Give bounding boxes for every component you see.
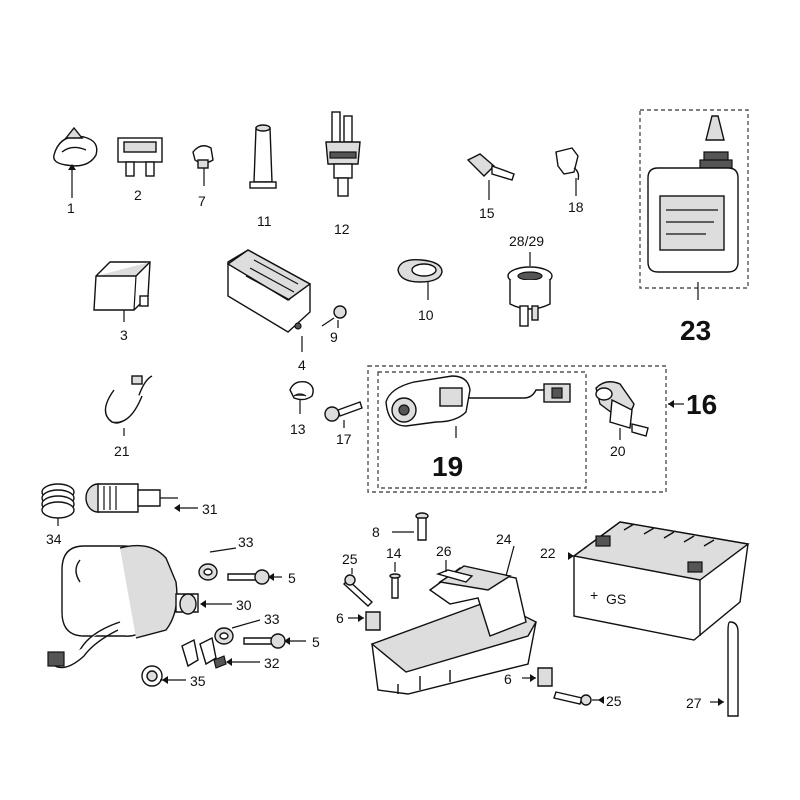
- group-box-23: [639, 109, 749, 289]
- part-6-clip-lower: 6: [504, 667, 553, 687]
- label-18: 18: [568, 199, 584, 215]
- part-4-regulator: 4: [226, 249, 312, 373]
- label-28-29: 28/29: [509, 233, 544, 249]
- part-27-hose: 27: [686, 621, 739, 717]
- part-7-clip: 7: [192, 145, 214, 209]
- label-34: 34: [46, 531, 62, 547]
- group-box-16: [367, 365, 667, 493]
- label-11: 11: [257, 213, 272, 229]
- part-34-spring: 34: [41, 483, 75, 547]
- label-10: 10: [418, 307, 434, 323]
- part-1-clamp: 1: [53, 126, 98, 216]
- label-25-lower: 25: [606, 693, 622, 709]
- label-13: 13: [290, 421, 306, 437]
- part-15-key: 15: [466, 153, 515, 221]
- label-5-lower: 5: [312, 634, 320, 650]
- label-23: 23: [680, 315, 711, 346]
- label-24: 24: [496, 531, 512, 547]
- part-6-clip-upper: 6: [336, 610, 381, 631]
- label-3: 3: [120, 327, 128, 343]
- label-17: 17: [336, 431, 352, 447]
- part-5-bolt-lower: 5: [243, 633, 320, 650]
- label-9: 9: [330, 329, 338, 345]
- label-6-upper: 6: [336, 610, 344, 626]
- label-6-lower: 6: [504, 671, 512, 687]
- label-15: 15: [479, 205, 495, 221]
- part-25-screw-lower: 25: [553, 691, 622, 709]
- label-8: 8: [372, 524, 380, 540]
- part-33-washer-upper: 33: [198, 534, 254, 581]
- label-12: 12: [334, 221, 350, 237]
- part-28-29-socket: 28/29: [507, 233, 553, 327]
- part-19-ignition-switch: 19: [385, 375, 571, 482]
- label-16: 16: [686, 389, 717, 420]
- part-33-washer-lower: 33: [214, 611, 280, 645]
- part-25-screw-upper: 25: [342, 551, 374, 607]
- label-21: 21: [114, 443, 130, 459]
- label-22: 22: [540, 545, 556, 561]
- label-25-upper: 25: [342, 551, 358, 567]
- part-8-bolt: 8: [372, 512, 429, 541]
- label-14: 14: [386, 545, 402, 561]
- label-20: 20: [610, 443, 626, 459]
- part-20-lock-cylinder: 20: [595, 381, 649, 459]
- label-2: 2: [134, 187, 142, 203]
- label-7: 7: [198, 193, 206, 209]
- part-17-bolt: 17: [324, 401, 363, 447]
- label-33-lower: 33: [264, 611, 280, 627]
- part-24-battery-tray: 24: [370, 531, 537, 695]
- label-32: 32: [264, 655, 280, 671]
- part-18-bracket: 18: [555, 147, 584, 215]
- label-31: 31: [202, 501, 218, 517]
- label-35: 35: [190, 673, 206, 689]
- part-5-bolt-upper: 5: [227, 569, 296, 586]
- part-13-small-clamp: 13: [289, 380, 314, 437]
- part-2-fuse: 2: [117, 137, 163, 203]
- label-5-upper: 5: [288, 570, 296, 586]
- label-26: 26: [436, 543, 452, 559]
- part-22-battery: + GS 22: [540, 521, 750, 641]
- part-32-brush-holder: 32: [181, 636, 280, 671]
- starter-motor: [47, 544, 199, 687]
- part-12-switch: 12: [325, 111, 361, 237]
- part-35-o-ring: 35: [160, 673, 206, 689]
- part-10-clamp-ring: 10: [397, 259, 443, 323]
- part-31-starter-drive: 31: [85, 483, 218, 517]
- battery-plus-mark: +: [590, 587, 598, 603]
- part-21-cable-tie: 21: [104, 375, 153, 459]
- label-27: 27: [686, 695, 702, 711]
- part-11-tube: 11: [249, 124, 277, 229]
- pointer-30: 30: [200, 597, 252, 613]
- label-19: 19: [432, 451, 463, 482]
- part-9-screw: 9: [321, 305, 347, 345]
- pointer-16: 16: [668, 389, 717, 420]
- label-1: 1: [67, 200, 75, 216]
- part-23-oil-bottle: 23: [639, 109, 749, 346]
- group-box-19: [377, 371, 587, 489]
- label-30: 30: [236, 597, 252, 613]
- label-4: 4: [298, 357, 306, 373]
- part-3-relay: 3: [93, 261, 151, 343]
- battery-brand-mark: GS: [606, 591, 626, 607]
- part-14-bolt: 14: [386, 545, 402, 599]
- label-33-upper: 33: [238, 534, 254, 550]
- part-26-strap: 26: [435, 543, 474, 583]
